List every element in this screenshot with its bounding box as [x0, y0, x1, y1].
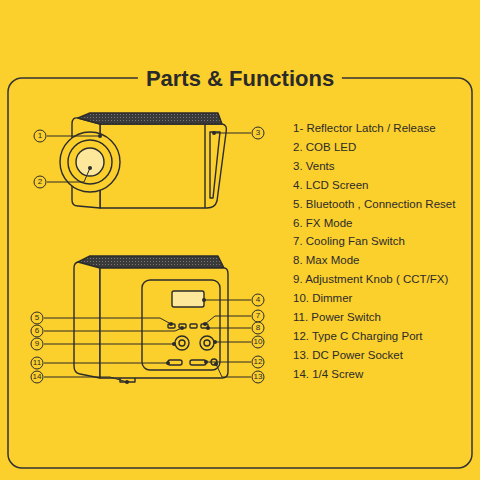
- callout-number: 12: [254, 358, 263, 366]
- callout-markers: [31, 127, 264, 383]
- callout-number: 6: [35, 327, 39, 335]
- part-description: 6. FX Mode: [293, 217, 352, 229]
- leader-lines: [44, 133, 251, 382]
- part-description: 3. Vents: [293, 160, 335, 172]
- leader-dots: [88, 131, 218, 384]
- light-front-view: [60, 113, 227, 208]
- callout-number: 9: [35, 340, 39, 348]
- part-description: 12. Type C Charging Port: [293, 330, 423, 342]
- part-description: 1- Reflector Latch / Release: [293, 122, 436, 134]
- part-description: 2. COB LED: [293, 141, 356, 153]
- title: Parts & Functions: [138, 66, 342, 92]
- part-description: 10. Dimmer: [293, 292, 352, 304]
- callout-number: 7: [256, 312, 260, 320]
- callout-number: 13: [254, 373, 263, 381]
- callout-number: 14: [33, 373, 42, 381]
- callout-number: 4: [256, 296, 260, 304]
- callout-number: 8: [256, 324, 260, 332]
- part-description: 11. Power Switch: [293, 311, 381, 323]
- part-description: 9. Adjustment Knob ( CCT/FX): [293, 273, 448, 285]
- callout-number: 3: [256, 129, 260, 137]
- part-description: 14. 1/4 Screw: [293, 368, 363, 380]
- part-description: 7. Cooling Fan Switch: [293, 235, 405, 247]
- callout-number: 5: [35, 314, 39, 322]
- callout-number: 11: [33, 359, 41, 367]
- callout-number: 2: [38, 178, 42, 186]
- callout-number: 1: [38, 132, 42, 140]
- part-description: 13. DC Power Socket: [293, 349, 403, 361]
- part-description: 5. Bluetooth , Connection Reset: [293, 198, 455, 210]
- callout-number: 10: [254, 338, 263, 346]
- part-description: 4. LCD Screen: [293, 179, 368, 191]
- part-description: 8. Max Mode: [293, 254, 359, 266]
- frame: [8, 78, 472, 468]
